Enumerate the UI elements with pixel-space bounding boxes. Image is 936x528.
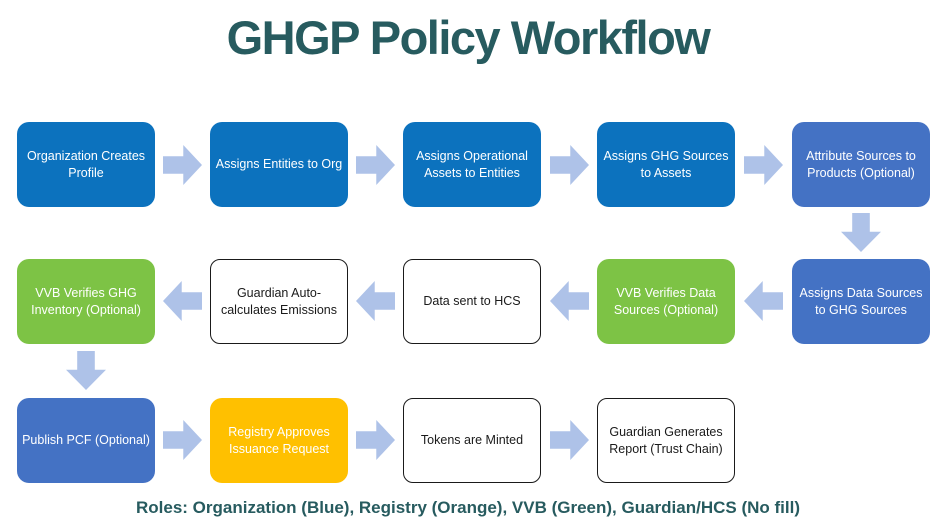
arrow-right-icon xyxy=(163,420,202,460)
roles-legend: Roles: Organization (Blue), Registry (Or… xyxy=(135,498,800,517)
arrow-left-icon xyxy=(356,281,395,321)
node-registry-approves-issuance: Registry Approves Issuance Request xyxy=(210,398,348,483)
arrow-right-icon xyxy=(163,145,202,185)
node-vvb-verifies-data-sources: VVB Verifies Data Sources (Optional) xyxy=(597,259,735,344)
arrow-left-icon xyxy=(163,281,202,321)
arrow-right-icon xyxy=(356,145,395,185)
node-tokens-are-minted: Tokens are Minted xyxy=(403,398,541,483)
node-guardian-auto-calculates: Guardian Auto-calculates Emissions xyxy=(210,259,348,344)
node-publish-pcf: Publish PCF (Optional) xyxy=(17,398,155,483)
arrow-right-icon xyxy=(744,145,783,185)
arrow-right-icon xyxy=(550,420,589,460)
arrow-right-icon xyxy=(550,145,589,185)
arrow-down-icon xyxy=(841,213,881,252)
node-organization-creates-profile: Organization Creates Profile xyxy=(17,122,155,207)
node-attribute-sources-to-products: Attribute Sources to Products (Optional) xyxy=(792,122,930,207)
arrow-left-icon xyxy=(744,281,783,321)
arrow-right-icon xyxy=(356,420,395,460)
node-assigns-entities-to-org: Assigns Entities to Org xyxy=(210,122,348,207)
node-assigns-operational-assets: Assigns Operational Assets to Entities xyxy=(403,122,541,207)
node-vvb-verifies-ghg-inventory: VVB Verifies GHG Inventory (Optional) xyxy=(17,259,155,344)
diagram-title: GHGP Policy Workflow xyxy=(226,11,711,64)
node-assigns-ghg-sources: Assigns GHG Sources to Assets xyxy=(597,122,735,207)
node-guardian-generates-report: Guardian Generates Report (Trust Chain) xyxy=(597,398,735,483)
node-data-sent-to-hcs: Data sent to HCS xyxy=(403,259,541,344)
arrow-left-icon xyxy=(550,281,589,321)
node-assigns-data-sources: Assigns Data Sources to GHG Sources xyxy=(792,259,930,344)
arrow-down-icon xyxy=(66,351,106,390)
